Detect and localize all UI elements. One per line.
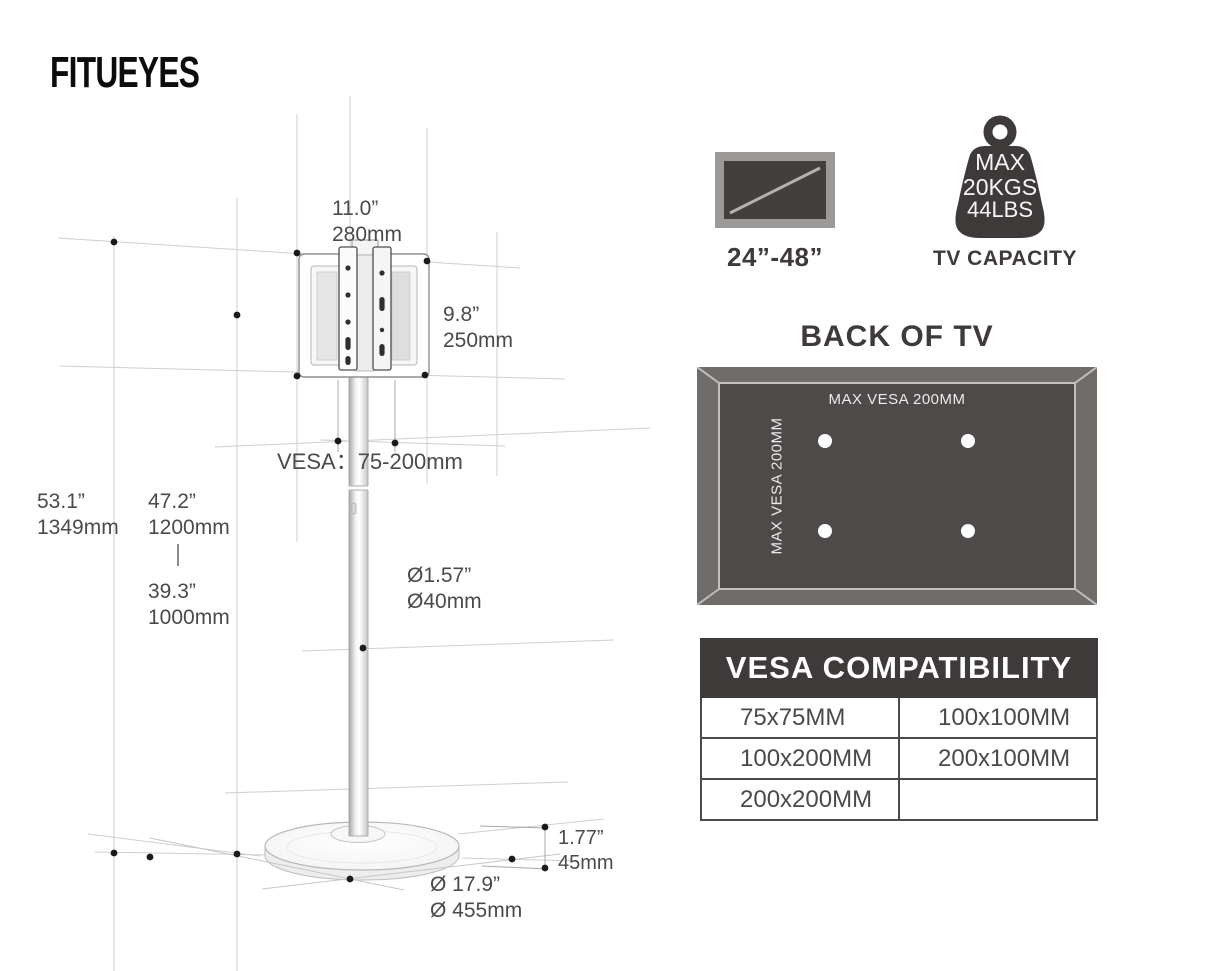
mount-height-inches: 9.8”: [443, 303, 480, 326]
base-diameter-inches: Ø 17.9”: [430, 873, 501, 896]
vesa-range-label: VESA：75-200mm: [277, 449, 463, 474]
vesa-table-title: VESA COMPATIBILITY: [700, 638, 1098, 698]
pole-diameter-inches: Ø1.57”: [407, 564, 472, 587]
max-vesa-vertical-label: MAX VESA 200MM: [768, 417, 786, 555]
mount-height-label: 9.8” 250mm: [443, 302, 513, 354]
vesa-hole-top-left: [818, 434, 832, 448]
mount-height-mm: 250mm: [443, 329, 514, 352]
brand-logo: FITUEYES: [50, 48, 200, 97]
back-of-tv-title: BACK OF TV: [800, 320, 994, 353]
panel-bevel-lines: [697, 367, 1097, 605]
base-diameter-label: Ø 17.9” Ø 455mm: [430, 872, 522, 924]
table-row: 200x200MM: [700, 778, 1098, 821]
max-vesa-horizontal-label: MAX VESA 200MM: [828, 391, 966, 408]
weight-kgs-label: 20KGS: [963, 174, 1037, 200]
base-thickness-mm: 45mm: [558, 852, 614, 874]
base-thickness-inches: 1.77”: [558, 827, 604, 849]
mount-width-label: 11.0” 280mm: [332, 196, 402, 248]
vesa-hole-top-right: [961, 434, 975, 448]
min-height-inches: 39.3”: [148, 580, 196, 603]
total-height-label: 53.1” 1349mm: [37, 489, 119, 541]
vesa-size-cell: 100x200MM: [700, 737, 900, 780]
tv-diagonal-icon: [729, 166, 821, 215]
pole-diameter-mm: Ø40mm: [407, 590, 482, 613]
vesa-hole-bottom-left: [818, 524, 832, 538]
vesa-size-cell: 75x75MM: [700, 696, 900, 739]
dimension-dots: [110, 238, 549, 883]
stand-mount-bracket: [298, 239, 430, 378]
vesa-size-cell: 200x100MM: [898, 737, 1098, 780]
total-height-mm: 1349mm: [37, 516, 119, 539]
pole-diameter-label: Ø1.57” Ø40mm: [407, 563, 482, 615]
vesa-size-cell: [898, 778, 1098, 821]
weight-lbs-label: 44LBS: [967, 197, 1033, 222]
tv-screen: [724, 161, 826, 219]
back-of-tv-panel: MAX VESA 200MM MAX VESA 200MM: [697, 367, 1097, 605]
tv-size-icon: [715, 152, 835, 228]
mount-width-mm: 280mm: [332, 223, 403, 246]
base-diameter-mm: Ø 455mm: [430, 899, 523, 922]
total-height-inches: 53.1”: [37, 490, 85, 513]
tv-size-label: 24”-48”: [727, 242, 823, 272]
weight-max-label: MAX: [975, 149, 1025, 175]
min-height-mm: 1000mm: [148, 606, 230, 629]
table-header-row: VESA COMPATIBILITY: [700, 638, 1098, 698]
table-row: 100x200MM 200x100MM: [700, 737, 1098, 780]
vesa-size-cell: 200x200MM: [700, 778, 900, 821]
stand-pole: [348, 370, 369, 837]
dimension-ticks: [177, 380, 549, 870]
table-row: 75x75MM 100x100MM: [700, 696, 1098, 739]
mount-width-inches: 11.0”: [332, 197, 379, 220]
max-height-mm: 1200mm: [148, 516, 230, 539]
vesa-size-cell: 100x100MM: [898, 696, 1098, 739]
min-height-label: 39.3” 1000mm: [148, 579, 230, 631]
weight-icon: MAX 20KGS 44LBS: [955, 115, 1045, 238]
tv-back-surface: [718, 382, 1076, 590]
vesa-hole-bottom-right: [961, 524, 975, 538]
tv-capacity-label: TV CAPACITY: [933, 247, 1077, 270]
base-thickness-label: 1.77” 45mm: [558, 826, 614, 876]
max-height-label: 47.2” 1200mm: [148, 489, 230, 541]
max-height-inches: 47.2”: [148, 490, 196, 513]
vesa-compatibility-table: VESA COMPATIBILITY 75x75MM 100x100MM 100…: [700, 638, 1098, 821]
